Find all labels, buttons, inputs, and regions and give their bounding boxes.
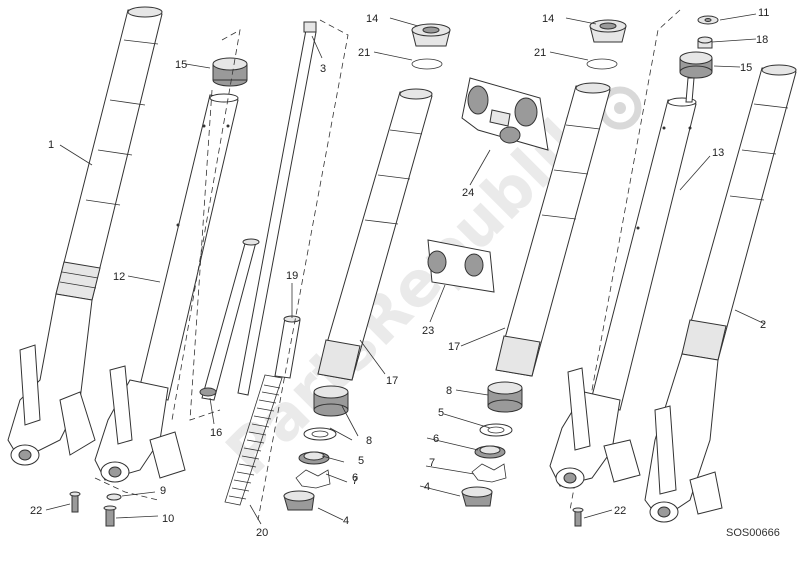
part-label-18: 18: [756, 34, 768, 46]
part-label-21a: 21: [358, 47, 370, 59]
part-label-7a: 7: [352, 475, 358, 487]
part-label-20: 20: [256, 527, 268, 539]
part-label-13: 13: [712, 147, 724, 159]
outer-tube-right: [589, 97, 697, 411]
part-label-22b: 22: [614, 505, 626, 517]
part-label-5b: 5: [438, 407, 444, 419]
top-cap-14-right: [589, 19, 627, 43]
part-label-11: 11: [758, 7, 769, 19]
part-label-16: 16: [210, 427, 222, 439]
inner-tube-center-left: [317, 88, 433, 381]
part-label-8a: 8: [366, 435, 372, 447]
fork-foot-left-2: [94, 365, 186, 483]
nut-18: [697, 36, 713, 49]
part-label-19: 19: [286, 270, 298, 282]
part-label-3: 3: [320, 63, 326, 75]
screw-10: [103, 505, 117, 527]
cap-ring-15-right: [679, 51, 713, 79]
o-ring-21-left: [411, 58, 443, 70]
part-label-14a: 14: [366, 13, 378, 25]
part-label-12: 12: [113, 271, 125, 283]
clamp-lower-23: [427, 239, 495, 293]
fork-foot-left: [7, 293, 96, 466]
part-label-14b: 14: [542, 13, 554, 25]
part-label-5a: 5: [358, 455, 364, 467]
damper-rod: [237, 21, 317, 396]
part-label-9: 9: [160, 485, 166, 497]
outer-tube-left-2: [137, 93, 239, 401]
part-label-10: 10: [162, 513, 174, 525]
outer-tube-right-2: [681, 64, 797, 361]
part-label-4b: 4: [424, 481, 430, 493]
fork-spring: [224, 374, 283, 506]
o-ring-21-right: [586, 58, 618, 70]
leader-lines: [45, 13, 766, 525]
seal-stack-right: [461, 381, 523, 507]
washer-9: [106, 493, 122, 501]
part-label-15b: 15: [740, 62, 752, 74]
part-label-15a: 15: [175, 59, 187, 71]
part-label-23: 23: [422, 325, 434, 337]
part-label-7b: 7: [429, 457, 435, 469]
part-label-4a: 4: [343, 515, 349, 527]
part-label-24: 24: [462, 187, 474, 199]
part-label-22a: 22: [30, 505, 42, 517]
fork-foot-right: [549, 367, 641, 489]
part-label-1: 1: [48, 139, 54, 151]
outer-tube-left: [55, 6, 163, 301]
part-label-17a: 17: [386, 375, 398, 387]
part-label-6b: 6: [433, 433, 439, 445]
washer-11: [697, 15, 719, 25]
part-label-6a-real: 6: [352, 472, 358, 484]
clamp-upper-24: [461, 77, 549, 151]
cap-ring-15-left: [212, 57, 248, 87]
adjuster-rod-right: [685, 77, 695, 103]
screw-22-left: [69, 491, 81, 513]
seal-stack-left: [283, 385, 349, 511]
fork-foot-right-2: [644, 353, 723, 523]
top-cap-14-left: [411, 23, 451, 47]
part-label-21b: 21: [534, 47, 546, 59]
part-labels: 1 2 3 4 4 5 5 7 7: [30, 7, 769, 539]
screw-22-right: [572, 507, 584, 527]
part-label-17b: 17: [448, 341, 460, 353]
drawing-code: SOS00666: [726, 527, 780, 539]
inner-tube-center-right: [495, 82, 611, 377]
part-label-8b: 8: [446, 385, 452, 397]
part-label-2: 2: [760, 319, 766, 331]
cartridge-tube: [199, 238, 260, 401]
assembly-guides: [94, 9, 681, 521]
